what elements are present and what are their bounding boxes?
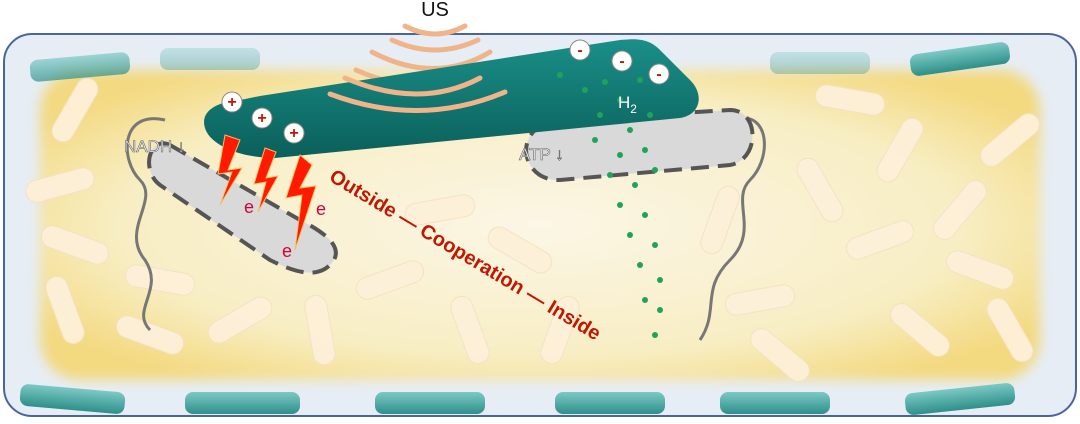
- plus-charge: +: [289, 125, 298, 142]
- electron-label: e: [244, 197, 254, 217]
- electron-transfer-bolt-icons: [217, 134, 317, 251]
- minus-charge: -: [577, 42, 582, 59]
- minus-charge: -: [656, 66, 661, 83]
- h2-subscript: 2: [630, 102, 637, 116]
- positive-charges: + + +: [221, 91, 305, 144]
- electron-label: e: [316, 199, 326, 219]
- h2-text: H: [618, 93, 630, 112]
- plus-charge: +: [227, 94, 236, 111]
- nadh-label: NADH ↓: [124, 137, 185, 156]
- h2-label: H2: [618, 93, 637, 116]
- electrode-pills: [19, 42, 1016, 415]
- electron-label: e: [282, 241, 292, 261]
- flagella: [125, 116, 766, 341]
- plus-charge: +: [257, 110, 266, 127]
- ultrasound-wave-on-slab: [327, 75, 508, 113]
- minus-charge: -: [619, 53, 624, 70]
- negative-charges: - - -: [569, 39, 670, 85]
- ultrasound-label: US: [421, 0, 449, 21]
- piezo-catalyst-slab: [204, 39, 699, 158]
- atp-label: ATP ↓: [519, 145, 564, 164]
- cell-left: [147, 141, 338, 275]
- h2-bubbles: [557, 72, 663, 338]
